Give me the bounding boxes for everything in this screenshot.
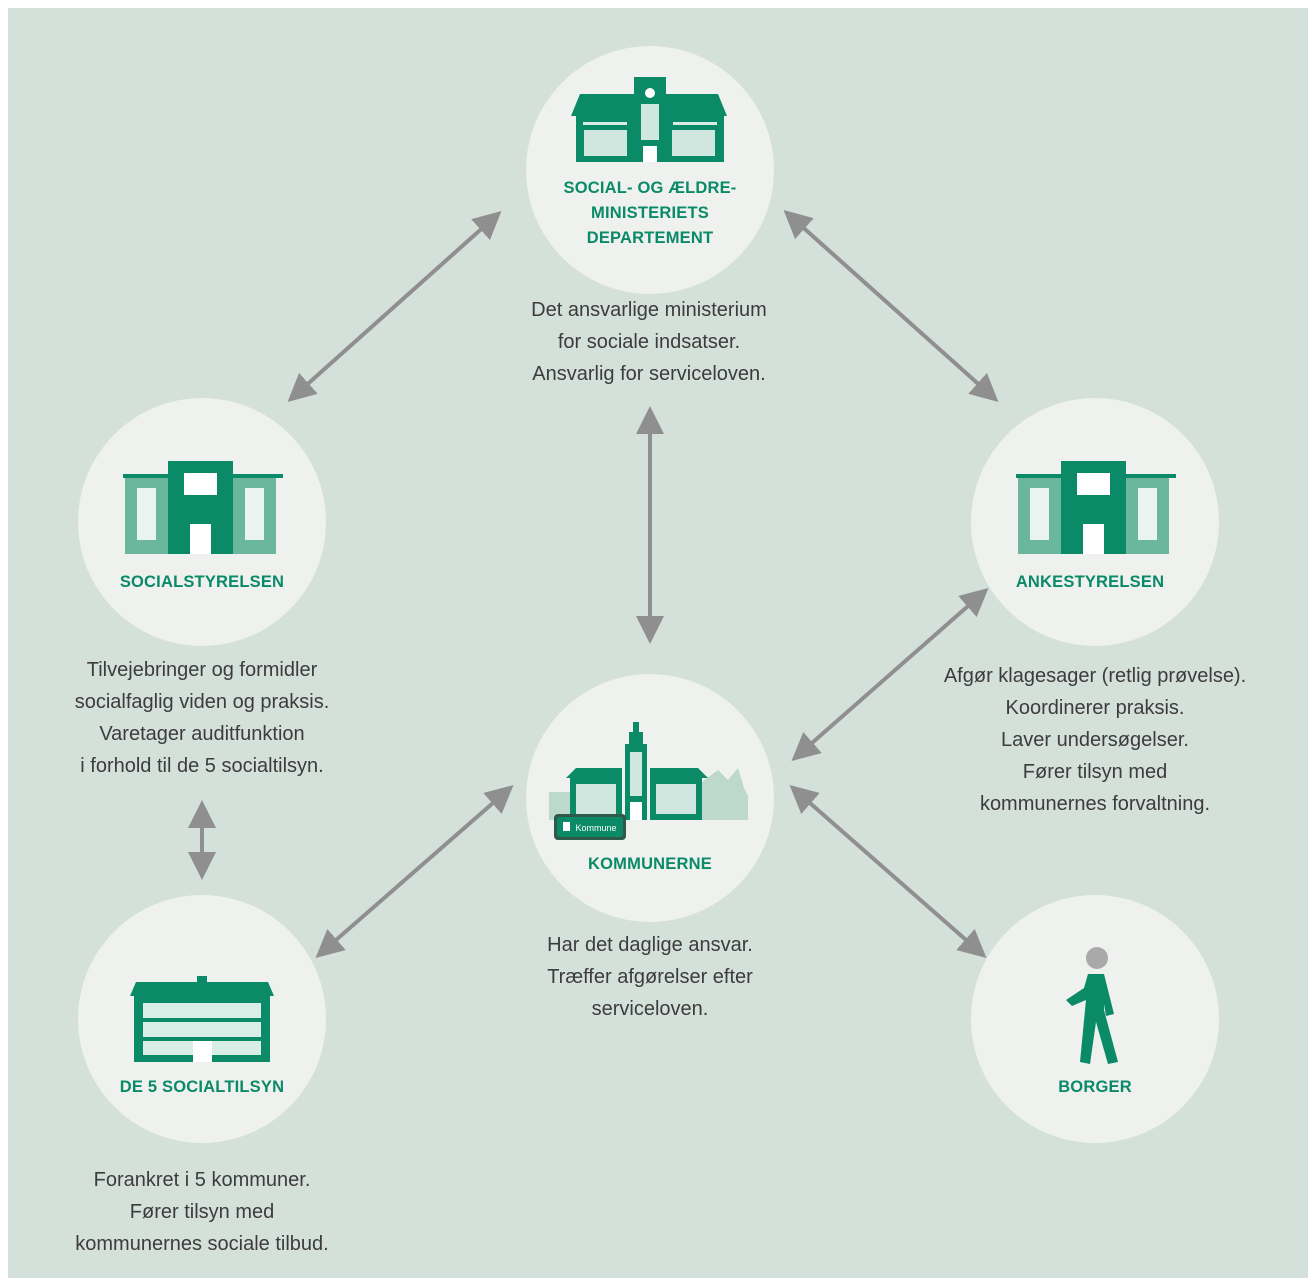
ministry-building-icon (571, 77, 727, 162)
ministry-title-line-3: DEPARTEMENT (586, 229, 714, 247)
agency-building-icon-2 (1016, 461, 1176, 554)
ministry-description: Det ansvarlige ministerium for sociale i… (449, 294, 849, 390)
agency-building-icon (123, 461, 283, 554)
office-building-icon (130, 976, 274, 1062)
ankestyrelsen-desc-line-2: Koordinerer praksis. (1005, 697, 1185, 719)
ministry-title: SOCIAL- OG ÆLDRE- MINISTERIETS DEPARTEME… (520, 176, 780, 251)
kommunerne-title-line-1: KOMMUNERNE (588, 855, 712, 873)
socialtilsyn-title: DE 5 SOCIALTILSYN (72, 1075, 332, 1100)
ankestyrelsen-description: Afgør klagesager (retlig prøvelse). Koor… (895, 660, 1295, 820)
ministry-desc-line-1: Det ansvarlige ministerium (531, 299, 767, 321)
socialstyrelsen-desc-line-2: socialfaglig viden og praksis. (74, 691, 330, 713)
socialstyrelsen-desc-line-1: Tilvejebringer og formidler (86, 659, 318, 681)
socialtilsyn-title-line-1: DE 5 SOCIALTILSYN (119, 1078, 285, 1096)
arrow-kommunerne-socialtilsyn (315, 785, 514, 958)
ankestyrelsen-desc-line-3: Laver undersøgelser. (1001, 729, 1189, 751)
arrow-ministry-ankestyrelsen (783, 210, 999, 402)
ministry-desc-line-2: for sociale indsatser. (557, 331, 741, 353)
ankestyrelsen-desc-line-1: Afgør klagesager (retlig prøvelse). (943, 665, 1247, 687)
town-hall-icon: Kommune (549, 722, 748, 840)
ankestyrelsen-title: ANKESTYRELSEN (960, 570, 1220, 595)
ankestyrelsen-title-line-1: ANKESTYRELSEN (1015, 573, 1165, 591)
borger-title: BORGER (965, 1075, 1225, 1100)
arrow-kommunerne-borger (789, 785, 987, 958)
ministry-title-line-1: SOCIAL- OG ÆLDRE- (563, 179, 737, 197)
ankestyrelsen-desc-line-4: Fører tilsyn med (1022, 761, 1168, 783)
kommune-sign-label: Kommune (575, 823, 616, 833)
kommunerne-desc-line-1: Har det daglige ansvar. (547, 934, 753, 956)
arrow-ankestyrelsen-kommunerne (791, 588, 989, 761)
ankestyrelsen-desc-line-5: kommunernes forvaltning. (979, 793, 1211, 815)
ministry-desc-line-3: Ansvarlig for serviceloven. (532, 363, 766, 385)
arrow-ministry-socialstyrelsen (287, 211, 502, 402)
socialtilsyn-desc-line-1: Forankret i 5 kommuner. (93, 1169, 311, 1191)
socialstyrelsen-description: Tilvejebringer og formidler socialfaglig… (2, 654, 402, 782)
socialtilsyn-desc-line-3: kommunernes sociale tilbud. (75, 1233, 329, 1255)
socialstyrelsen-title-line-1: SOCIALSTYRELSEN (119, 573, 285, 591)
socialtilsyn-description: Forankret i 5 kommuner. Fører tilsyn med… (2, 1164, 402, 1260)
citizen-person-icon (1066, 947, 1118, 1064)
kommunerne-description: Har det daglige ansvar. Træffer afgørels… (450, 929, 850, 1025)
socialstyrelsen-desc-line-3: Varetager auditfunktion (99, 723, 305, 745)
socialstyrelsen-title: SOCIALSTYRELSEN (72, 570, 332, 595)
kommunerne-desc-line-3: serviceloven. (591, 998, 709, 1020)
socialtilsyn-desc-line-2: Fører tilsyn med (129, 1201, 275, 1223)
borger-title-line-1: BORGER (1058, 1078, 1132, 1096)
ministry-title-line-2: MINISTERIETS (591, 204, 709, 222)
socialstyrelsen-desc-line-4: i forhold til de 5 socialtilsyn. (80, 755, 324, 777)
kommunerne-desc-line-2: Træffer afgørelser efter (547, 966, 753, 988)
kommunerne-title: KOMMUNERNE (520, 852, 780, 877)
